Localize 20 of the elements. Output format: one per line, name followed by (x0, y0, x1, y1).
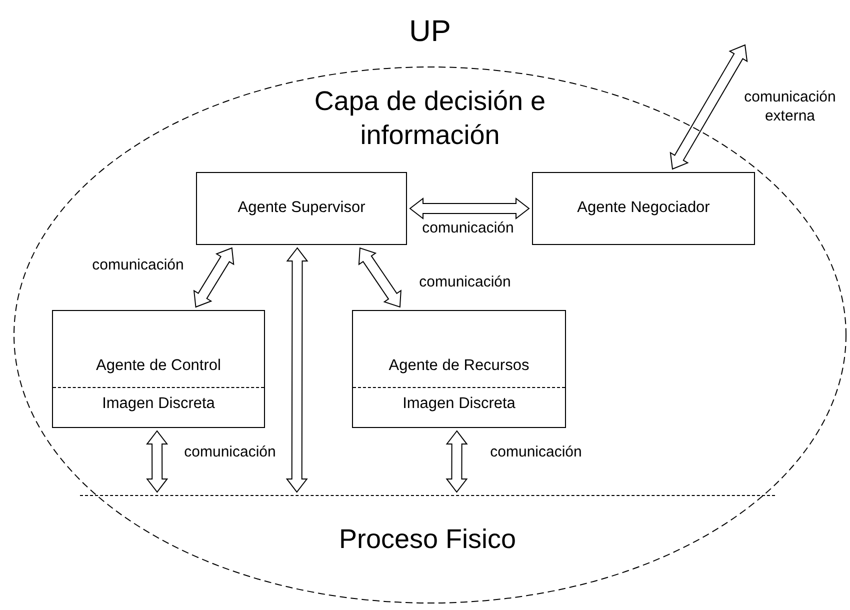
agent-box (196, 172, 407, 245)
agent-box (532, 172, 755, 245)
double-arrow (409, 197, 530, 220)
double-arrow (358, 247, 402, 308)
double-arrow (286, 247, 308, 493)
layer-heading: Capa de decisión e información (313, 85, 547, 152)
agent-name: Agente de Control (95, 357, 222, 375)
agent-box (52, 310, 265, 428)
section-label: Imagen Discreta (402, 395, 516, 413)
section-label: Imagen Discreta (101, 395, 216, 413)
double-arrow (193, 247, 234, 308)
band-label: Proceso Fisico (338, 524, 518, 555)
double-arrow (446, 430, 468, 493)
double-arrow (670, 44, 748, 170)
region-title: UP (408, 14, 452, 50)
agent-name: Agente de Recursos (388, 357, 530, 375)
agent-box (352, 310, 566, 428)
double-arrow (146, 430, 168, 493)
agent-name: Agente Supervisor (236, 199, 366, 217)
agent-name: Agente Negociador (576, 199, 711, 217)
